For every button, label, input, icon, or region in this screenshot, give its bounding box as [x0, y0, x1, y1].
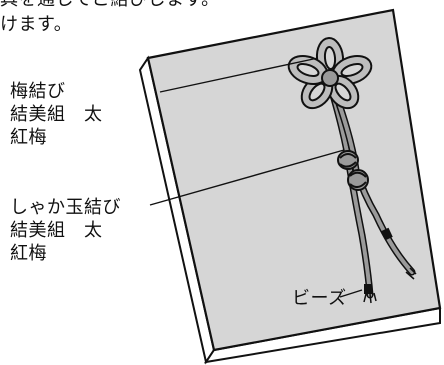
- label-umemusubi: 梅結び 結美組 太 紅梅: [10, 80, 103, 149]
- label-shakatama-line1: しゃか玉結び: [10, 197, 121, 218]
- label-shakatama-line3: 紅梅: [10, 243, 47, 264]
- leader-line-beads: [339, 289, 363, 298]
- top-fragment-text-1: 具を通してご結びします。: [0, 0, 220, 11]
- bead-right: [381, 227, 393, 241]
- label-umemusubi-line2: 結美組 太: [10, 104, 103, 125]
- tassel-end-left: [363, 292, 377, 304]
- label-beads: ビーズ: [292, 288, 347, 309]
- label-shakatama-line2: 結美組 太: [10, 220, 103, 241]
- label-umemusubi-line1: 梅結び: [10, 81, 66, 102]
- leader-line-umemusubi: [159, 57, 319, 93]
- cord-left: [331, 93, 372, 297]
- bead-left: [364, 284, 372, 294]
- leader-line-shakatama: [149, 149, 345, 206]
- plum-knot: [287, 37, 373, 110]
- label-umemusubi-line3: 紅梅: [10, 127, 47, 148]
- cord-right: [334, 93, 414, 274]
- shakatama-knot-upper: [337, 150, 359, 170]
- top-fragment-text-2: けます。: [0, 14, 73, 35]
- shakatama-knot-lower: [347, 169, 369, 191]
- label-shakatama: しゃか玉結び 結美組 太 紅梅: [10, 196, 121, 265]
- tassel-end-right: [405, 267, 417, 280]
